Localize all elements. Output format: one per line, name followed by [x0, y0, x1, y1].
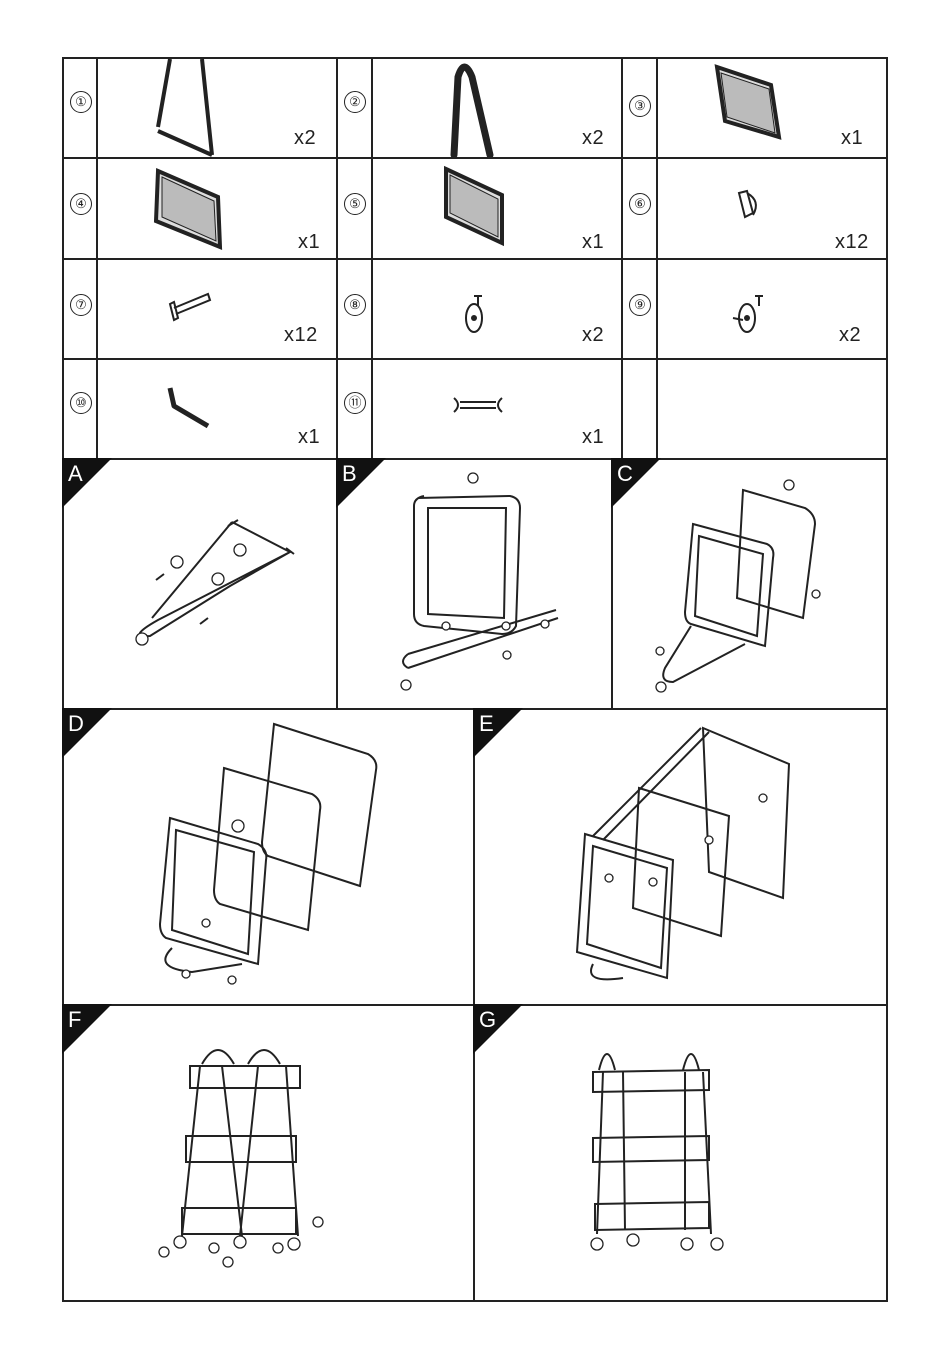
- caster-wheel-icon: [336, 258, 621, 358]
- step-c-diagram: [611, 458, 888, 708]
- bottom-basket-icon: [336, 157, 621, 258]
- part-cell-5: ⑤ x1: [336, 157, 621, 258]
- part-quantity: x2: [839, 324, 861, 347]
- part-quantity: x12: [284, 324, 318, 347]
- step-g: G: [473, 1004, 888, 1302]
- part-cell-11: ⑪ x1: [336, 358, 621, 458]
- step-c: C: [611, 458, 888, 708]
- step-a-diagram: [62, 458, 336, 708]
- part-quantity: x2: [294, 127, 316, 150]
- step-d: D: [62, 708, 473, 1004]
- part-cell-2: ② x2: [336, 57, 621, 157]
- part-quantity: x1: [582, 426, 604, 449]
- step-d-diagram: [62, 708, 473, 1004]
- part-quantity: x2: [582, 324, 604, 347]
- part-quantity: x1: [582, 231, 604, 254]
- step-b-diagram: [336, 458, 611, 708]
- part-cell-empty: [656, 358, 888, 458]
- wrench-icon: [336, 358, 621, 458]
- part-quantity: x2: [582, 127, 604, 150]
- step-g-diagram: [473, 1004, 888, 1302]
- u-handle-icon: [336, 57, 621, 157]
- step-b: B: [336, 458, 611, 708]
- part-cell-1: ① x2: [62, 57, 336, 157]
- part-cell-10: ⑩ x1: [62, 358, 336, 458]
- step-f-diagram: [62, 1004, 473, 1302]
- part-quantity: x1: [841, 127, 863, 150]
- part-cell-3: ③ x1: [621, 57, 888, 157]
- part-quantity: x1: [298, 231, 320, 254]
- part-cell-4: ④ x1: [62, 157, 336, 258]
- part-cell-9: ⑨ x2: [621, 258, 888, 358]
- part-cell-6: ⑥ x12: [621, 157, 888, 258]
- step-a: A: [62, 458, 336, 708]
- part-cell-8: ⑧ x2: [336, 258, 621, 358]
- step-e: E: [473, 708, 888, 1004]
- step-f: F: [62, 1004, 473, 1302]
- part-cell-7: ⑦ x12: [62, 258, 336, 358]
- part-quantity: x12: [835, 231, 869, 254]
- step-e-diagram: [473, 708, 888, 1004]
- middle-basket-icon: [62, 157, 336, 258]
- allen-key-icon: [62, 358, 336, 458]
- part-quantity: x1: [298, 426, 320, 449]
